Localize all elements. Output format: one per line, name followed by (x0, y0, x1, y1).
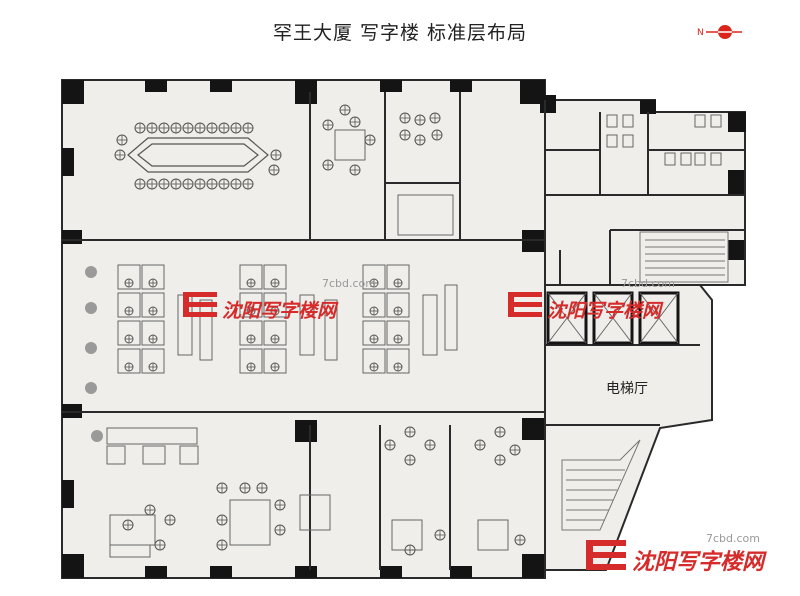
conference-chairs (114, 122, 282, 190)
planters (85, 266, 103, 442)
watermark-logo-3: 沈阳写字楼网 7cbd.com (586, 532, 767, 575)
watermark-text-3: 沈阳写字楼网 (632, 549, 767, 575)
building-floor (61, 79, 746, 579)
watermark-site-1: 7cbd.com (322, 277, 376, 290)
svg-text:N: N (697, 28, 704, 38)
office-furniture (106, 104, 722, 558)
north-arrow-icon: N (697, 25, 742, 39)
watermark-logo-2: 沈阳写字楼网 7cbd.com (508, 277, 675, 322)
watermark-site-3: 7cbd.com (706, 532, 760, 545)
watermark-text-2: 沈阳写字楼网 (547, 300, 664, 322)
stairs-north (639, 231, 729, 283)
columns (62, 80, 746, 578)
plan-title: 罕王大厦 写字楼 标准层布局 (272, 22, 528, 44)
elevator-hall-label: 电梯厅 (606, 381, 648, 397)
elevator-shaft-marks (547, 292, 679, 344)
conference-table (127, 137, 269, 173)
watermark-site-2: 7cbd.com (621, 277, 675, 290)
watermark-text-1: 沈阳写字楼网 (222, 300, 339, 322)
watermark-logo-1: 沈阳写字楼网 7cbd.com (183, 277, 376, 322)
interior-walls (62, 92, 745, 570)
stairs-south (561, 439, 641, 531)
